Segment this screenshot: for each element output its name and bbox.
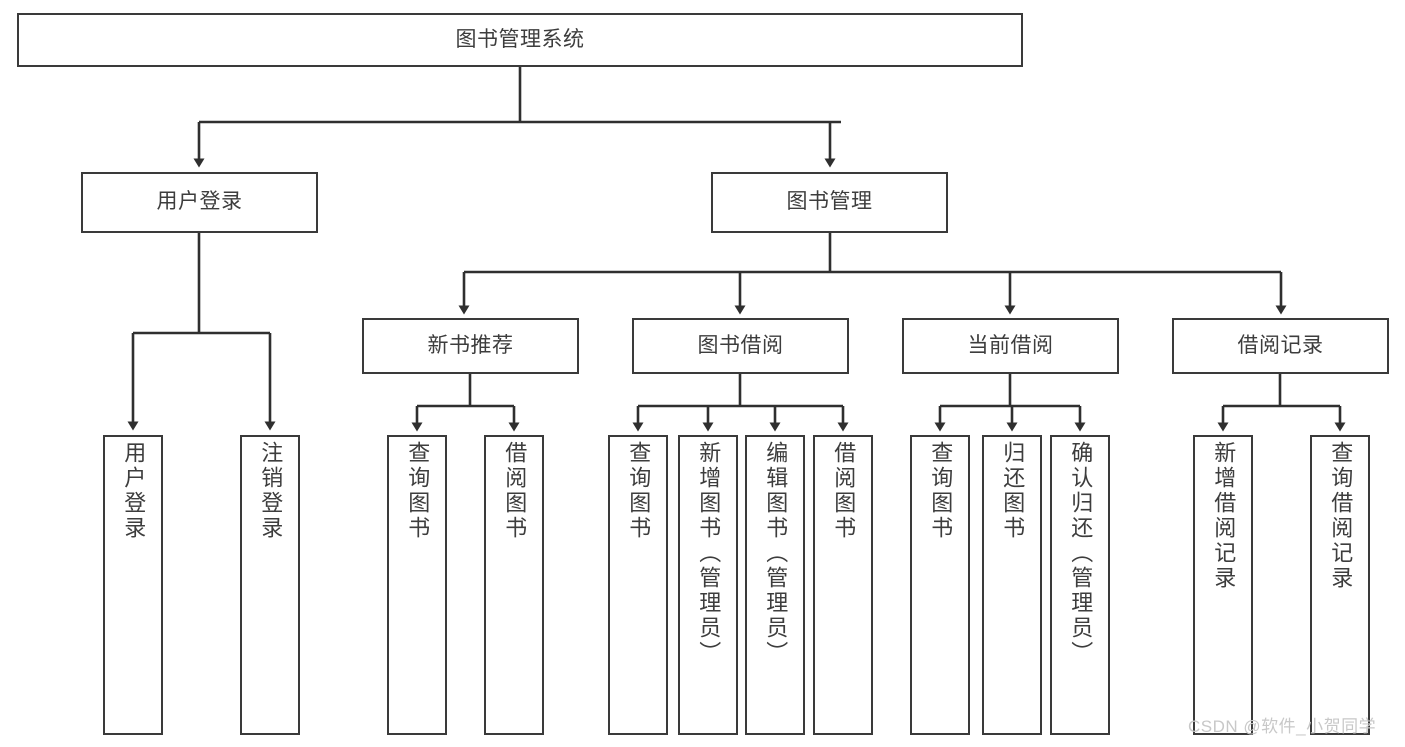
- node-book-borrow[interactable]: 图书借阅: [632, 318, 849, 374]
- node-leaf-add-book-label: 新增图书（管理员）: [696, 441, 722, 666]
- node-leaf-query-record-label: 查询借阅记录: [1328, 441, 1354, 591]
- node-leaf-query-book-2-label: 查询图书: [626, 441, 652, 541]
- node-leaf-borrow-book-1[interactable]: 借阅图书: [484, 435, 544, 735]
- node-leaf-query-record[interactable]: 查询借阅记录: [1310, 435, 1370, 735]
- node-leaf-user-logout[interactable]: 注销登录: [240, 435, 300, 735]
- node-leaf-add-record[interactable]: 新增借阅记录: [1193, 435, 1253, 735]
- node-leaf-confirm-return-label: 确认归还（管理员）: [1068, 441, 1094, 666]
- node-current-borrow[interactable]: 当前借阅: [902, 318, 1119, 374]
- edge-group-new-book-rec: [411, 374, 520, 432]
- csdn-watermark: CSDN @软件_小贺同学: [1188, 717, 1377, 736]
- node-leaf-query-book-3-label: 查询图书: [928, 441, 954, 541]
- edge-group-root: [193, 67, 841, 168]
- node-borrow-record-label: 借阅记录: [1237, 333, 1324, 357]
- node-leaf-borrow-book-2-label: 借阅图书: [831, 441, 857, 541]
- node-leaf-query-book-1-label: 查询图书: [405, 441, 431, 541]
- node-leaf-return-book-label: 归还图书: [1000, 441, 1026, 541]
- node-root[interactable]: 图书管理系统: [17, 13, 1023, 67]
- node-book-manage-label: 图书管理: [786, 190, 873, 214]
- node-leaf-borrow-book-1-label: 借阅图书: [502, 441, 528, 541]
- node-leaf-edit-book-label: 编辑图书（管理员）: [763, 441, 789, 666]
- node-leaf-add-book[interactable]: 新增图书（管理员）: [678, 435, 738, 735]
- edge-group-current-borrow: [934, 374, 1086, 432]
- node-leaf-query-book-2[interactable]: 查询图书: [608, 435, 668, 735]
- edge-group-borrow-record: [1217, 374, 1346, 432]
- node-book-manage[interactable]: 图书管理: [711, 172, 948, 233]
- node-leaf-query-book-1[interactable]: 查询图书: [387, 435, 447, 735]
- node-leaf-return-book[interactable]: 归还图书: [982, 435, 1042, 735]
- node-current-borrow-label: 当前借阅: [967, 333, 1054, 357]
- node-book-borrow-label: 图书借阅: [697, 333, 784, 357]
- node-new-book-rec-label: 新书推荐: [427, 333, 514, 357]
- node-user-login[interactable]: 用户登录: [81, 172, 318, 233]
- node-leaf-user-login[interactable]: 用户登录: [103, 435, 163, 735]
- node-leaf-edit-book[interactable]: 编辑图书（管理员）: [745, 435, 805, 735]
- edge-group-book-borrow: [632, 374, 849, 432]
- edge-group-book-manage: [458, 233, 1287, 315]
- node-leaf-borrow-book-2[interactable]: 借阅图书: [813, 435, 873, 735]
- node-leaf-query-book-3[interactable]: 查询图书: [910, 435, 970, 735]
- node-user-login-label: 用户登录: [156, 190, 243, 214]
- node-leaf-user-login-label: 用户登录: [121, 441, 147, 541]
- node-root-label: 图书管理系统: [455, 27, 585, 51]
- node-leaf-confirm-return[interactable]: 确认归还（管理员）: [1050, 435, 1110, 735]
- node-new-book-rec[interactable]: 新书推荐: [362, 318, 579, 374]
- edge-group-user-login: [127, 233, 276, 431]
- node-leaf-add-record-label: 新增借阅记录: [1211, 441, 1237, 591]
- node-leaf-user-logout-label: 注销登录: [258, 441, 284, 541]
- node-borrow-record[interactable]: 借阅记录: [1172, 318, 1389, 374]
